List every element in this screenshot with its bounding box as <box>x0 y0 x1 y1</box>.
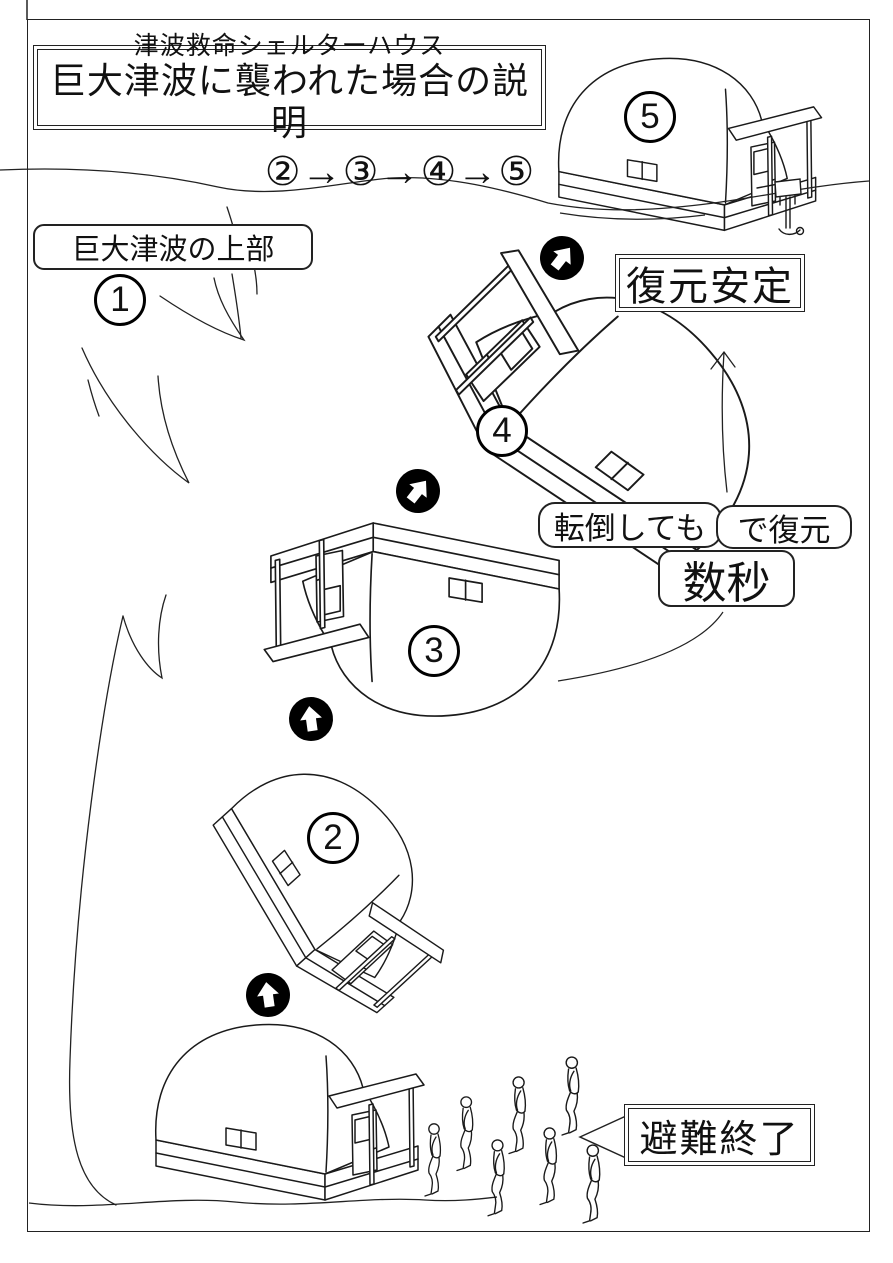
water-line <box>0 168 870 220</box>
title-box: 津波救命シェルターハウス 巨大津波に襲われた場合の説明 <box>33 32 546 143</box>
bubble-leader-curve <box>557 611 724 682</box>
evacuation-complete-box: 避難終了 <box>624 1104 815 1166</box>
step-number-5: 5 <box>624 91 676 143</box>
diagram-subtitle: 津波救命シェルターハウス <box>133 31 446 60</box>
restore-stable-box: 復元安定 <box>615 254 805 312</box>
tsunami-top-label: 巨大津波の上部 <box>33 224 313 270</box>
page-frame <box>27 19 870 1232</box>
evacuation-complete-label: 避難終了 <box>628 1108 811 1162</box>
tipover-label: 転倒しても <box>538 502 722 548</box>
seconds-label: 数秒 <box>658 550 795 608</box>
step-number-3: 3 <box>408 625 460 677</box>
step-sequence: ②→③→④→⑤ <box>264 150 536 194</box>
tsunami-wave <box>68 206 258 1206</box>
restore-stable-label: 復元安定 <box>619 258 801 309</box>
recover-label: で復元 <box>716 505 852 549</box>
outboard-motor-icon <box>756 178 805 236</box>
step-number-4: 4 <box>476 405 528 457</box>
ground-line <box>28 1196 498 1207</box>
step-number-1: 1 <box>94 274 146 326</box>
thin-up-arrow-icon <box>710 351 736 493</box>
diagram-title: 巨大津波に襲われた場合の説明 <box>49 60 530 143</box>
step-number-2: 2 <box>307 812 359 864</box>
